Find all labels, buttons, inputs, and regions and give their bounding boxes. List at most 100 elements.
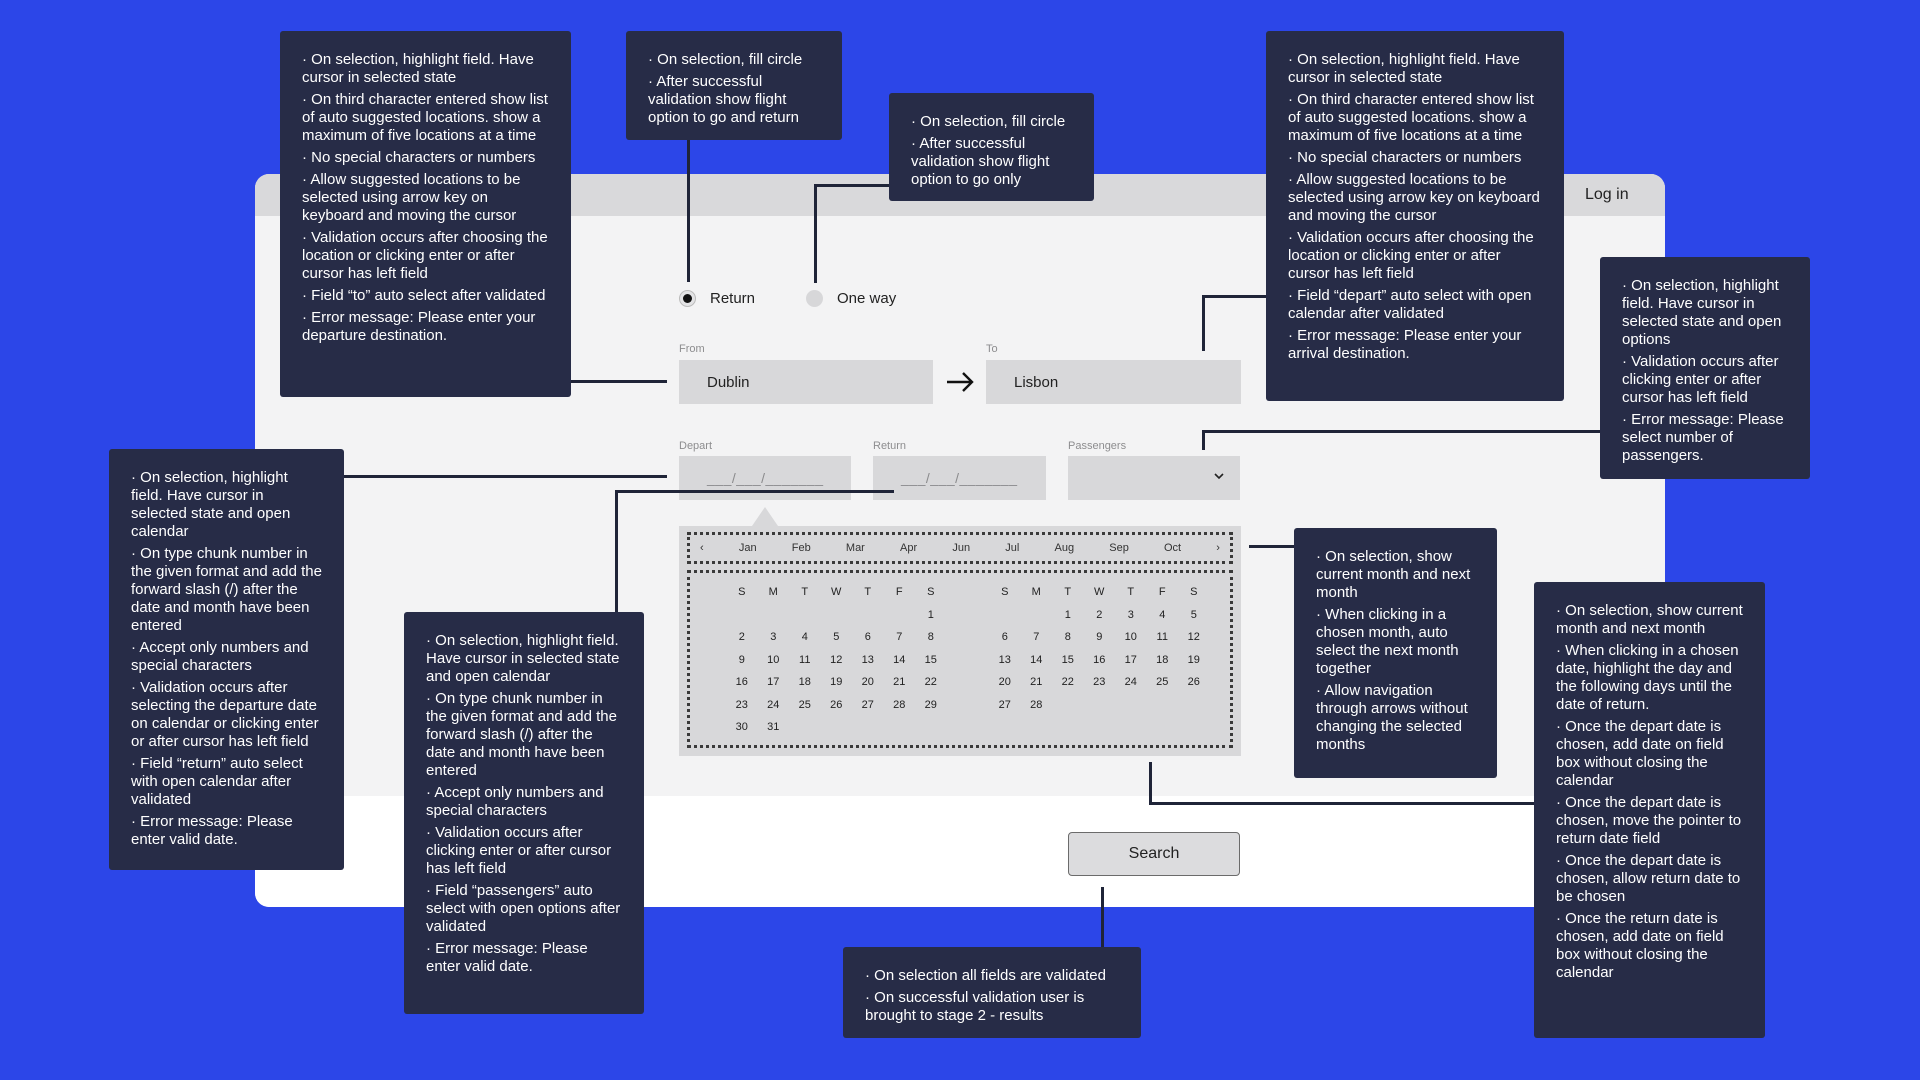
calendar-day[interactable]: 10 xyxy=(1124,631,1137,644)
calendar-day[interactable]: 9 xyxy=(1096,631,1103,644)
to-field[interactable]: Lisbon xyxy=(986,360,1241,404)
calendar-day[interactable]: 12 xyxy=(830,653,843,666)
depart-field[interactable]: ___/___/_______ xyxy=(679,456,851,500)
calendar-day[interactable]: 1 xyxy=(927,608,934,621)
calendar-day[interactable]: 31 xyxy=(767,721,780,734)
empty-day xyxy=(726,604,758,627)
return-radio[interactable]: Return xyxy=(679,290,755,307)
calendar-day[interactable]: 5 xyxy=(1190,608,1197,621)
calendar-day[interactable]: 19 xyxy=(1187,653,1200,666)
calendar-day[interactable]: 13 xyxy=(861,653,874,666)
note-month-bar: · On selection, show current month and n… xyxy=(1294,528,1497,778)
login-link[interactable]: Log in xyxy=(1585,186,1629,203)
note-calendar-days: · On selection, show current month and n… xyxy=(1534,582,1765,1038)
calendar-day[interactable]: 29 xyxy=(924,698,937,711)
month-item[interactable]: Jan xyxy=(738,542,757,554)
chevron-left-icon[interactable]: ‹ xyxy=(700,542,704,554)
calendar-day[interactable]: 4 xyxy=(1159,608,1166,621)
calendar-day[interactable]: 7 xyxy=(1033,631,1040,644)
calendar-day[interactable]: 18 xyxy=(798,676,811,689)
calendar-day[interactable]: 20 xyxy=(861,676,874,689)
calendar-day[interactable]: 22 xyxy=(1061,676,1074,689)
calendar-day[interactable]: 9 xyxy=(738,653,745,666)
calendar-day[interactable]: 23 xyxy=(735,698,748,711)
calendar-day[interactable]: 14 xyxy=(1030,653,1043,666)
calendar-popup: ‹ Jan Feb Mar Apr Jun Jul Aug Sep Oct › … xyxy=(679,526,1241,756)
calendar-day[interactable]: 6 xyxy=(1001,631,1008,644)
note-search-button: · On selection all fields are validated … xyxy=(843,947,1141,1038)
calendar-day[interactable]: 16 xyxy=(735,676,748,689)
calendar-day[interactable]: 19 xyxy=(830,676,843,689)
calendar-day[interactable]: 2 xyxy=(738,631,745,644)
calendar-day[interactable]: 30 xyxy=(735,721,748,734)
month-item[interactable]: Jul xyxy=(1005,542,1020,554)
calendar-day[interactable]: 15 xyxy=(1061,653,1074,666)
return-date-field[interactable]: ___/___/_______ xyxy=(873,456,1046,500)
note-line: · Field “depart” auto select with open c… xyxy=(1288,287,1532,322)
calendar-day[interactable]: 10 xyxy=(767,653,780,666)
calendar-day[interactable]: 1 xyxy=(1064,608,1071,621)
month-item[interactable]: Apr xyxy=(900,542,918,554)
calendar-day[interactable]: 12 xyxy=(1187,631,1200,644)
empty-day xyxy=(989,604,1021,627)
calendar-day[interactable]: 6 xyxy=(864,631,871,644)
calendar-day[interactable]: 3 xyxy=(770,631,777,644)
calendar-day[interactable]: 17 xyxy=(1124,653,1137,666)
note-line: · After successful validation show fligh… xyxy=(648,73,799,126)
calendar-day[interactable]: 18 xyxy=(1156,653,1169,666)
calendar-day[interactable]: 25 xyxy=(798,698,811,711)
calendar-day[interactable]: 24 xyxy=(1124,676,1137,689)
calendar-day[interactable]: 14 xyxy=(893,653,906,666)
calendar-day[interactable]: 17 xyxy=(767,676,780,689)
one-way-radio[interactable]: One way xyxy=(806,290,896,307)
month-item[interactable]: Jun xyxy=(952,542,971,554)
calendar-day[interactable]: 15 xyxy=(924,653,937,666)
calendar-day[interactable]: 24 xyxy=(767,698,780,711)
note-line: · Error message: Please enter valid date… xyxy=(131,813,293,848)
note-one-way-radio: · On selection, fill circle · After succ… xyxy=(889,93,1094,201)
calendar-day[interactable]: 21 xyxy=(893,676,906,689)
month-item[interactable]: Oct xyxy=(1163,542,1182,554)
chevron-right-icon[interactable]: › xyxy=(1216,542,1220,554)
calendar-day[interactable]: 28 xyxy=(893,698,906,711)
note-line: · Field “return” auto select with open c… xyxy=(131,755,303,808)
calendar-day[interactable]: 23 xyxy=(1093,676,1106,689)
month-item[interactable]: Mar xyxy=(845,542,865,554)
calendar-day[interactable]: 21 xyxy=(1030,676,1043,689)
calendar-day[interactable]: 22 xyxy=(924,676,937,689)
month-item[interactable]: Aug xyxy=(1054,542,1075,554)
passengers-select[interactable] xyxy=(1068,456,1240,500)
calendar-day[interactable]: 11 xyxy=(799,653,811,666)
calendar-day[interactable]: 20 xyxy=(998,676,1011,689)
calendar-day[interactable]: 3 xyxy=(1127,608,1134,621)
calendar-day[interactable]: 2 xyxy=(1096,608,1103,621)
calendar-day[interactable]: 8 xyxy=(927,631,934,644)
search-button[interactable]: Search xyxy=(1068,832,1240,876)
calendar-day[interactable]: 5 xyxy=(833,631,840,644)
note-passengers-field: · On selection, highlight field. Have cu… xyxy=(1600,257,1810,479)
calendar-day[interactable]: 26 xyxy=(1187,676,1200,689)
month-item[interactable]: Sep xyxy=(1109,542,1129,554)
calendar-day[interactable]: 16 xyxy=(1093,653,1106,666)
connector-line xyxy=(1202,295,1205,351)
month-item[interactable]: Feb xyxy=(791,542,811,554)
calendar-day[interactable]: 25 xyxy=(1156,676,1169,689)
chevron-down-icon[interactable] xyxy=(1213,470,1225,482)
calendar-day[interactable]: 27 xyxy=(998,698,1011,711)
from-field[interactable]: Dublin xyxy=(679,360,933,404)
calendar-day[interactable]: 26 xyxy=(830,698,843,711)
weekday-header: W xyxy=(1094,586,1105,599)
calendar-day[interactable]: 28 xyxy=(1030,698,1043,711)
calendar-day[interactable]: 8 xyxy=(1064,631,1071,644)
connector-line xyxy=(1149,802,1534,805)
calendar-day[interactable]: 4 xyxy=(801,631,808,644)
calendar-day[interactable]: 13 xyxy=(998,653,1011,666)
calendar-day[interactable]: 11 xyxy=(1156,631,1168,644)
calendar-day[interactable]: 27 xyxy=(861,698,874,711)
note-line: · On selection all fields are validated xyxy=(865,967,1106,984)
calendar-day[interactable]: 7 xyxy=(896,631,903,644)
weekday-header: M xyxy=(1031,586,1041,599)
weekday-header: T xyxy=(1127,586,1135,599)
note-line: · Validation occurs after clicking enter… xyxy=(1622,353,1779,406)
